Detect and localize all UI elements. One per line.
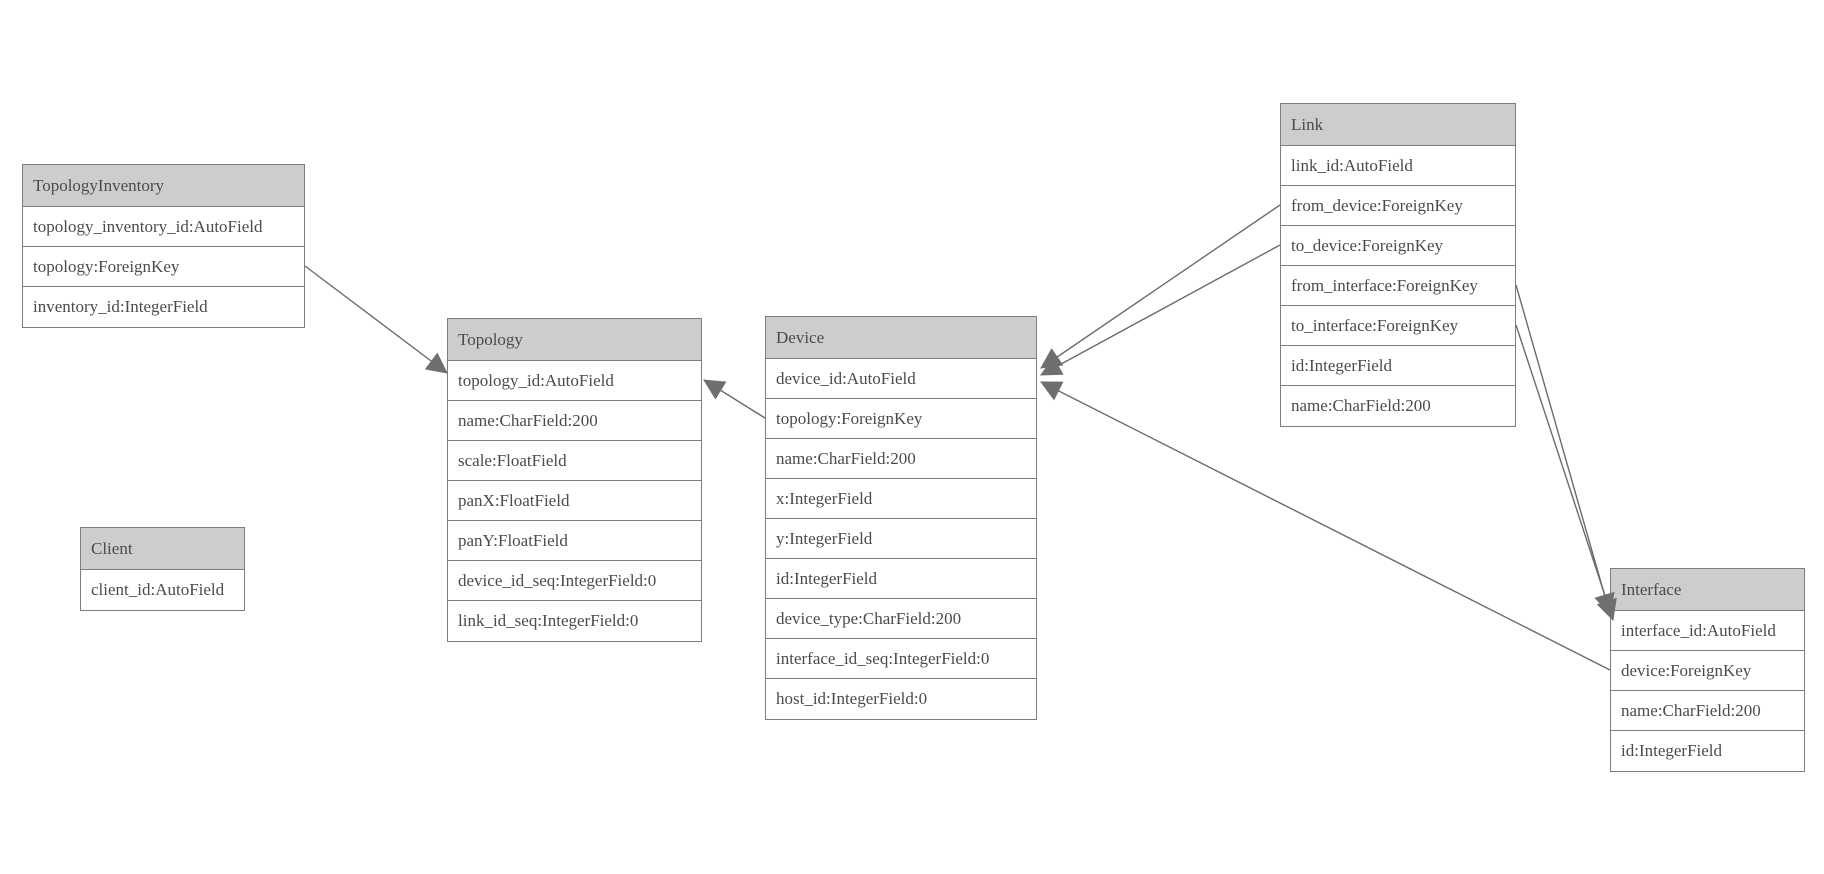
entity-client-title: Client: [81, 528, 244, 570]
entity-client-field-client_id: client_id:AutoField: [81, 570, 244, 610]
entity-topology-field-name: name:CharField:200: [448, 401, 701, 441]
entity-interface-title: Interface: [1611, 569, 1804, 611]
entity-device-field-name: name:CharField:200: [766, 439, 1036, 479]
edge-link-to-interface: [1515, 324, 1617, 621]
entity-device-field-device_type: device_type:CharField:200: [766, 599, 1036, 639]
entity-device-field-device_id: device_id:AutoField: [766, 359, 1036, 399]
entity-link-field-id: id:IntegerField: [1281, 346, 1515, 386]
entity-topology-field-panY: panY:FloatField: [448, 521, 701, 561]
entity-link-field-link_id: link_id:AutoField: [1281, 146, 1515, 186]
entity-device-field-topology: topology:ForeignKey: [766, 399, 1036, 439]
entity-interface-field-device: device:ForeignKey: [1611, 651, 1804, 691]
entity-device-field-id: id:IntegerField: [766, 559, 1036, 599]
entity-device-field-interface_id_seq: interface_id_seq:IntegerField:0: [766, 639, 1036, 679]
entity-link-field-from_interface: from_interface:ForeignKey: [1281, 266, 1515, 306]
entity-interface-field-interface_id: interface_id:AutoField: [1611, 611, 1804, 651]
entity-device-field-y: y:IntegerField: [766, 519, 1036, 559]
entity-link-field-to_device: to_device:ForeignKey: [1281, 226, 1515, 266]
entity-topology-title: Topology: [448, 319, 701, 361]
entity-topology-inventory-field-topology_inventory_id: topology_inventory_id:AutoField: [23, 207, 304, 247]
entity-link-field-name: name:CharField:200: [1281, 386, 1515, 426]
edge-ti-to-topology: [304, 265, 448, 374]
entity-link-title: Link: [1281, 104, 1515, 146]
entity-link-field-to_interface: to_interface:ForeignKey: [1281, 306, 1515, 346]
entity-interface-field-id: id:IntegerField: [1611, 731, 1804, 771]
entity-topology-field-device_id_seq: device_id_seq:IntegerField:0: [448, 561, 701, 601]
entity-topology-field-panX: panX:FloatField: [448, 481, 701, 521]
entity-topology-inventory-title: TopologyInventory: [23, 165, 304, 207]
entity-interface-field-name: name:CharField:200: [1611, 691, 1804, 731]
edge-link-to-device: [1040, 244, 1281, 376]
entity-topology-field-topology_id: topology_id:AutoField: [448, 361, 701, 401]
entity-link-field-from_device: from_device:ForeignKey: [1281, 186, 1515, 226]
entity-topology-field-scale: scale:FloatField: [448, 441, 701, 481]
edge-link-from-interface: [1515, 284, 1615, 616]
entity-device-field-host_id: host_id:IntegerField:0: [766, 679, 1036, 719]
edge-link-from-device: [1040, 204, 1281, 369]
entity-device-title: Device: [766, 317, 1036, 359]
entity-topology-inventory-field-topology: topology:ForeignKey: [23, 247, 304, 287]
entity-device-field-x: x:IntegerField: [766, 479, 1036, 519]
edge-device-to-topology: [703, 379, 766, 419]
entity-topology-field-link_id_seq: link_id_seq:IntegerField:0: [448, 601, 701, 641]
entity-topology-inventory-field-inventory_id: inventory_id:IntegerField: [23, 287, 304, 327]
